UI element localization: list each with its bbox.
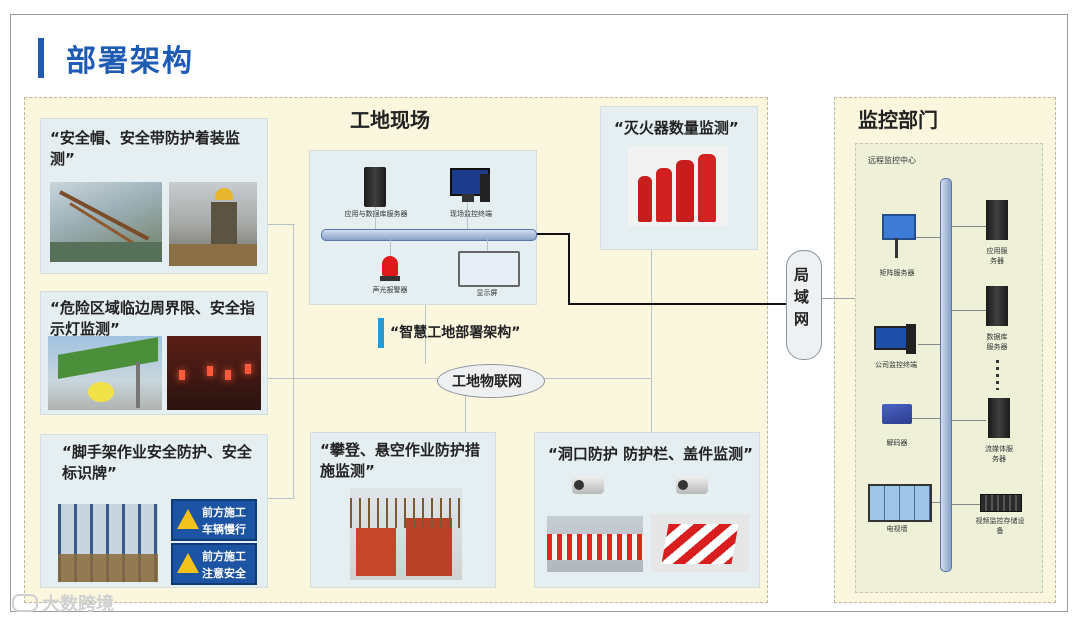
company-terminal-tower [906, 324, 916, 354]
device-link [912, 237, 940, 238]
page-title: 部署架构 [66, 44, 194, 79]
card-scaffold-label: “脚手架作业安全防护、安全标识牌” [62, 443, 252, 482]
video-wall-icon [868, 484, 932, 522]
connector-line [265, 224, 295, 225]
device-link [950, 420, 986, 421]
device-link [930, 502, 940, 503]
perimeter-photo [48, 336, 162, 410]
title-accent-bar [38, 38, 44, 78]
lan-link-line [568, 303, 788, 305]
lan-link-line [568, 233, 570, 305]
watermark-text: 大数跨境 [42, 594, 114, 615]
company-terminal-icon [874, 326, 908, 350]
lan-char: 网 [794, 310, 810, 328]
device-link [912, 418, 940, 419]
worker-helmet-photo [169, 182, 257, 266]
connector-line [293, 224, 294, 499]
bus-drop-line [467, 202, 468, 229]
display-screen-icon [458, 251, 520, 287]
connector-line [425, 302, 426, 364]
sign2-line2: 注意安全 [202, 567, 246, 580]
lan-char: 局 [794, 266, 810, 284]
bus-bar [321, 229, 537, 241]
server-icon [364, 167, 386, 207]
bus-drop-line [390, 239, 391, 257]
hole-cover-photo [651, 514, 749, 572]
arch-label-bar [378, 318, 384, 348]
matrix-server-stand [895, 238, 898, 258]
bus-drop-line [375, 207, 376, 229]
guardrail-photo [547, 516, 643, 572]
app-db-server-label: 应用与数据库服务器 [344, 210, 408, 218]
sign2-line1: 前方施工 [202, 550, 246, 563]
decoder-icon [882, 404, 912, 424]
camera-lens-icon [574, 480, 584, 490]
video-terminal-label: 现场监控终端 [450, 210, 492, 218]
warning-triangle-icon [177, 509, 199, 529]
monitor-stand-icon [462, 194, 474, 202]
storage-device-icon [980, 494, 1022, 512]
matrix-server-icon [882, 214, 916, 240]
device-link [950, 310, 986, 311]
lan-cloud [786, 250, 822, 360]
warning-triangle-icon [177, 553, 199, 573]
card-danger-label: “危险区域临边周界限、安全指示灯监测” [50, 299, 255, 338]
crane-photo [50, 182, 162, 262]
extinguisher-photo [628, 146, 728, 226]
card-helmet-label: “安全帽、安全带防护着装监测” [50, 129, 240, 168]
company-terminal-label: 公司监控终端 [875, 361, 917, 369]
warning-sign-slow: 前方施工 车辆慢行 [171, 499, 257, 541]
scaffold-photo [58, 504, 158, 582]
remote-center-label: 远程监控中心 [868, 156, 916, 165]
more-dots [996, 360, 999, 390]
iot-label: 工地物联网 [452, 374, 522, 390]
app-server-icon [986, 200, 1008, 240]
card-extinguisher-label: “灭火器数量监测” [614, 119, 739, 137]
site-zone-title: 工地现场 [350, 108, 430, 132]
card-hole-label: “洞口防护 防护栏、盖件监测” [548, 445, 753, 463]
iot-cloud [437, 364, 545, 398]
alarm-base-icon [380, 276, 400, 281]
connector-line [651, 246, 652, 434]
lan-label: 局 域 网 [794, 264, 812, 330]
video-wall-label: 电视墙 [886, 525, 908, 533]
lan-link-line [534, 233, 570, 235]
connector-line [465, 393, 466, 433]
warning-sign-safety: 前方施工 注意安全 [171, 543, 257, 585]
tower-icon [480, 174, 490, 202]
connector-line [540, 378, 652, 379]
device-link [950, 504, 982, 505]
stream-server-icon [988, 398, 1010, 438]
card-climbing-label: “攀登、悬空作业防护措施监测” [320, 441, 480, 480]
alarm-label: 声光报警器 [372, 286, 408, 294]
storage-device-label: 视频监控存储设备 [975, 517, 1025, 535]
db-server-label: 数据库服务器 [986, 333, 1008, 351]
db-server-icon [986, 286, 1008, 326]
device-link [918, 344, 940, 345]
connector-line [265, 498, 294, 499]
display-label: 显示屏 [476, 289, 498, 297]
device-link [950, 226, 986, 227]
monitor-zone-title: 监控部门 [858, 108, 938, 132]
alarm-light-icon [382, 256, 398, 276]
watermark-logo-icon [12, 594, 38, 612]
matrix-server-label: 矩阵服务器 [879, 269, 915, 277]
connector-line [265, 378, 445, 379]
indicator-light-photo [167, 336, 261, 410]
camera-lens-icon [678, 480, 688, 490]
monitor-bus-bar [940, 178, 952, 572]
construction-frame-photo [350, 488, 462, 580]
app-server-label: 应用服务器 [986, 247, 1008, 265]
bus-drop-line [487, 239, 488, 251]
sign1-line1: 前方施工 [202, 506, 246, 519]
arch-label: “智慧工地部署架构” [390, 325, 521, 341]
stream-server-label: 流媒体服务器 [985, 445, 1013, 463]
decoder-label: 解码器 [886, 439, 908, 447]
sign1-line2: 车辆慢行 [202, 523, 246, 536]
lan-char: 域 [794, 288, 810, 306]
